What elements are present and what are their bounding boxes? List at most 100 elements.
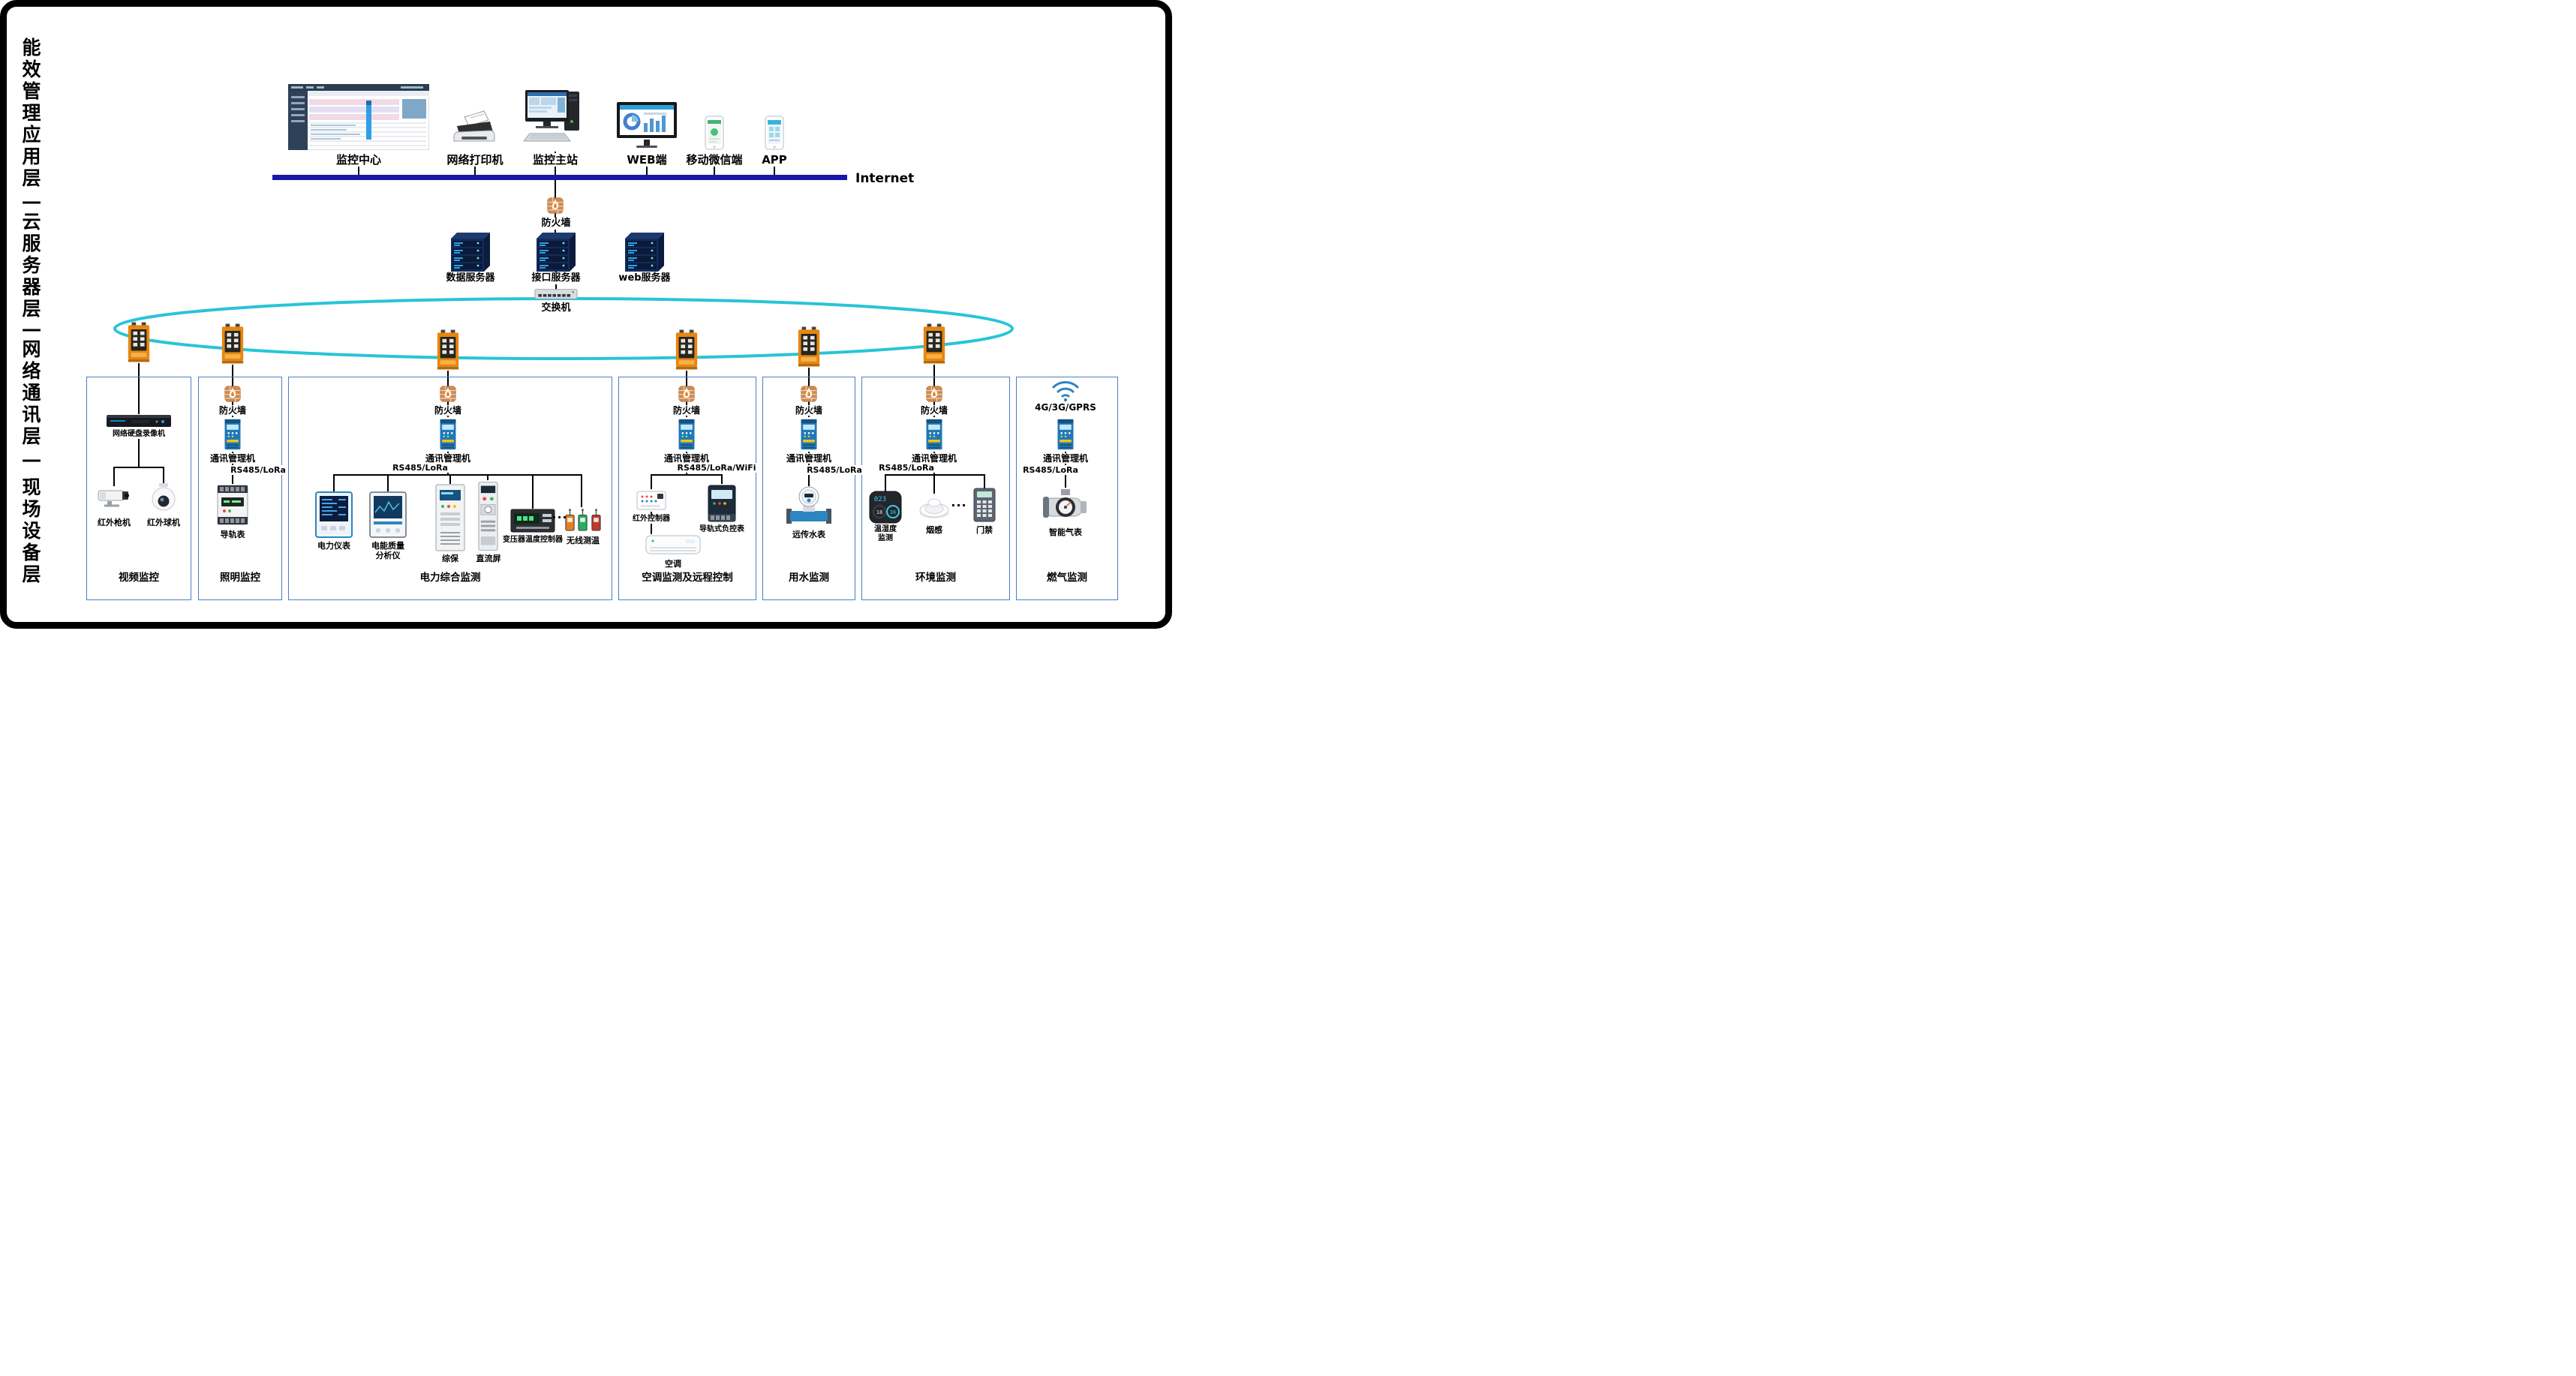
wechat-phone-icon [705,116,724,150]
power-box-title: 电力综合监测 [418,572,482,584]
industrial-switch-icon [796,326,822,368]
power-meter-icon [315,491,353,538]
line [449,474,451,484]
web-server-label: web服务器 [617,272,672,284]
web-terminal-label: WEB端 [625,153,669,167]
rail-meter-icon [216,484,249,526]
nvr-icon [106,414,172,429]
gun-camera-icon [97,485,131,512]
line [387,474,389,491]
box-hvac-monitoring [618,377,756,600]
layer-label-cloud: 云服务器层 [20,212,41,320]
box-water-monitoring [762,377,855,600]
gas-meter-icon [1043,488,1088,525]
layer-separator: 一 [20,452,41,473]
layer-label-network: 网络通讯层 [20,339,41,448]
comm-manager-label: 通讯管理机 [1041,453,1090,464]
protocol-label: RS485/LoRa [805,465,864,476]
protection-relay-icon [435,484,465,551]
wireless-label: 4G/3G/GPRS [1033,402,1098,413]
temp-humidity-sensor-icon [869,491,902,524]
network-architecture-diagram: 能效管理应用层 一 云服务器层 一 网络通讯层 一 现场设备层 Internet [0,0,1172,629]
line [651,474,652,489]
hvac-box-title: 空调监测及远程控制 [640,572,735,584]
layer-separator: 一 [20,194,41,215]
ir-controller-label: 红外控制器 [631,515,672,524]
app-terminal-label: APP [760,153,789,167]
environment-box-title: 环境监测 [914,572,957,584]
line [487,474,488,480]
line [358,164,359,176]
wifi-icon [1051,378,1081,402]
dc-panel-icon [478,480,498,552]
gas-meter-label: 智能气表 [1048,527,1084,538]
ellipsis: ··· [552,510,568,524]
firewall-label: 防火墙 [217,405,248,416]
water-meter-icon [786,486,831,527]
network-printer-icon [451,107,499,149]
air-conditioner-icon [645,534,701,557]
wechat-terminal-label: 移动微信端 [684,153,744,167]
air-conditioner-label: 空调 [663,559,683,569]
line [646,164,648,176]
box-video-monitoring [86,377,191,600]
protocol-label: RS485/LoRa [391,463,449,473]
firewall-icon [547,196,564,215]
lighting-box-title: 照明监控 [218,572,262,584]
water-meter-label: 远传水表 [791,530,827,540]
comm-manager-icon [676,417,697,452]
smoke-sensor-label: 烟感 [924,525,944,536]
line [114,467,164,468]
smoke-detector-icon [919,494,949,519]
comm-manager-icon [924,417,945,452]
box-power-monitoring [288,377,612,600]
industrial-switch-icon [435,329,461,371]
line [163,467,164,484]
box-lighting-monitoring [198,377,282,600]
power-meter-label: 电力仪表 [316,541,352,551]
interface-server-label: 接口服务器 [530,272,582,284]
transformer-temp-label: 变压器温度控制器 [501,536,564,545]
data-server-icon [446,233,494,272]
web-terminal-monitor-icon [615,101,678,150]
line [581,474,582,507]
core-switch-icon [534,288,578,300]
wireless-temp-sensor-icon [591,507,602,533]
comm-manager-label: 通讯管理机 [784,453,834,464]
switch-label: 交换机 [540,302,573,314]
printer-label: 网络打印机 [445,153,505,167]
industrial-switch-icon [220,323,245,365]
dome-camera-icon [149,483,178,513]
access-control-icon [972,488,996,522]
comm-manager-label: 通讯管理机 [423,453,473,464]
protocol-label: RS485/LoRa [1021,465,1080,476]
firewall-icon [440,384,456,404]
firewall-icon [926,384,942,404]
industrial-switch-icon [126,321,152,363]
nvr-label: 网络硬盘录像机 [111,430,167,439]
line [774,164,775,176]
monitoring-center-screenshot-icon [288,84,429,150]
ir-controller-icon [636,489,666,512]
line [651,474,722,476]
firewall-icon [801,384,817,404]
line [555,152,556,234]
comm-manager-label: 通讯管理机 [909,453,959,464]
line [474,164,476,176]
line [721,474,723,484]
firewall-label: 防火墙 [793,405,825,416]
gas-box-title: 燃气监测 [1045,572,1089,584]
load-meter-label: 导轨式负控表 [698,525,746,534]
comm-manager-label: 通讯管理机 [208,453,257,464]
firewall-label: 防火墙 [671,405,702,416]
data-server-label: 数据服务器 [444,272,497,284]
comm-manager-label: 通讯管理机 [662,453,711,464]
dc-panel-label: 直流屏 [474,554,503,564]
ellipsis: ··· [951,498,967,512]
master-station-label: 监控主站 [531,153,580,167]
wireless-temp-sensor-icon [577,507,588,533]
line [138,363,140,414]
internet-label: Internet [855,171,915,186]
dome-camera-label: 红外球机 [146,518,182,528]
temp-humidity-label: 温湿度监测 [870,525,900,543]
